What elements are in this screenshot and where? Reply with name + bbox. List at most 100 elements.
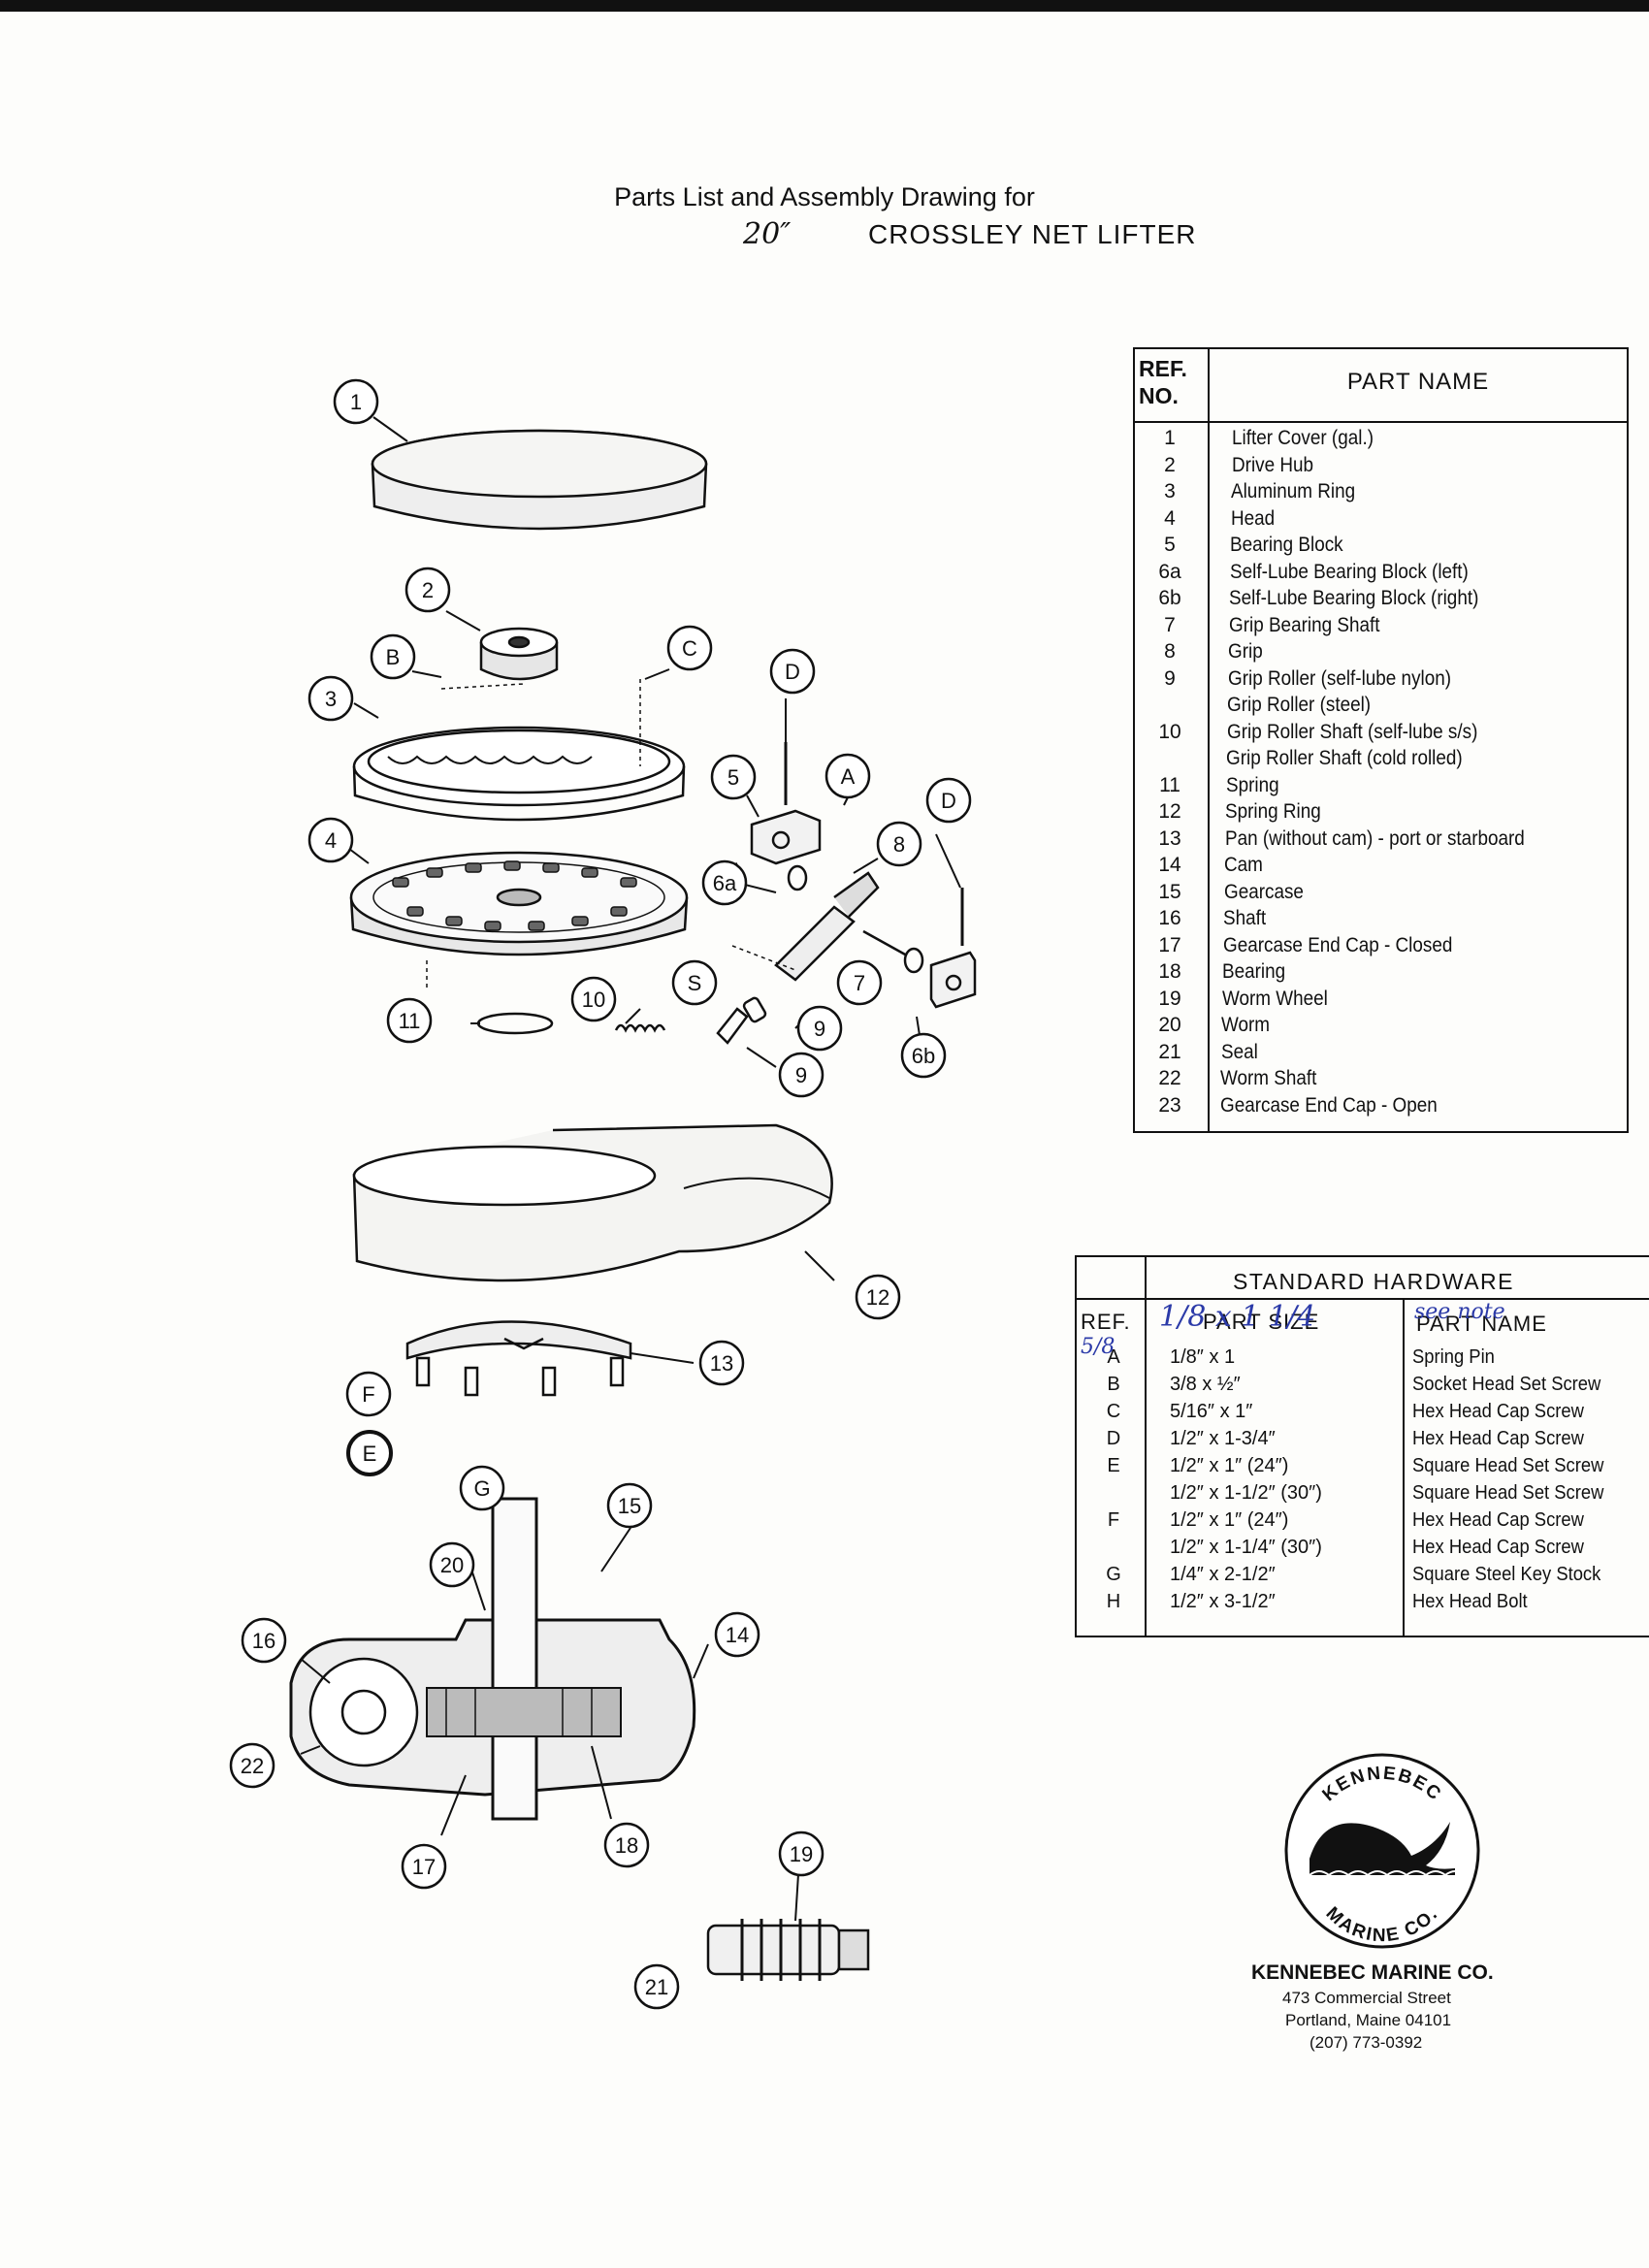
hardware-ref: D	[1106, 1428, 1121, 1449]
svg-text:13: 13	[710, 1351, 733, 1376]
bearing-block-right-part	[929, 951, 977, 1009]
hardware-col-divider-1	[1145, 1257, 1147, 1636]
hardware-row: C 5/16″ x 1″ Hex Head Cap Screw	[1077, 1401, 1649, 1428]
callout-16: 15	[606, 1482, 653, 1529]
svg-text:17: 17	[412, 1855, 436, 1879]
hardware-ref: C	[1106, 1401, 1121, 1422]
callout-18: 17	[401, 1843, 447, 1890]
worm-part	[706, 1919, 870, 1981]
part-name: Head	[1230, 506, 1275, 530]
svg-text:15: 15	[618, 1494, 641, 1518]
part-ref: 18	[1158, 960, 1181, 983]
svg-text:16: 16	[252, 1629, 275, 1653]
part-name: Grip Bearing Shaft	[1228, 613, 1379, 636]
scan-top-edge	[0, 0, 1649, 12]
hardware-name: Hex Head Cap Screw	[1412, 1537, 1584, 1558]
callout-g: G	[459, 1465, 505, 1511]
hardware-name: Hex Head Bolt	[1412, 1591, 1528, 1612]
callout-12: 11	[386, 997, 433, 1044]
svg-text:S: S	[688, 971, 702, 995]
callout-21: 20	[429, 1541, 475, 1588]
hardware-name: Square Head Set Screw	[1412, 1482, 1604, 1504]
bearing-block-part	[750, 809, 822, 865]
svg-text:9: 9	[795, 1063, 807, 1087]
svg-text:F: F	[362, 1382, 374, 1407]
part-ref: 5	[1164, 534, 1176, 556]
callout-7: 7	[836, 959, 883, 1006]
part-ref: 23	[1158, 1093, 1181, 1117]
part-name: Lifter Cover (gal.)	[1232, 427, 1374, 449]
pan-part	[352, 1123, 833, 1282]
hardware-name: Socket Head Set Screw	[1412, 1374, 1601, 1395]
hardware-name: Hex Head Cap Screw	[1412, 1401, 1584, 1422]
svg-text:12: 12	[866, 1285, 889, 1310]
svg-text:20: 20	[440, 1553, 464, 1577]
head-part	[349, 851, 689, 956]
hardware-size: 1/2″ x 1″ (24″)	[1170, 1455, 1289, 1476]
callout-14: 13	[698, 1340, 745, 1386]
part-name: Spring	[1225, 773, 1279, 796]
svg-text:D: D	[941, 789, 956, 813]
part-name: Worm Shaft	[1220, 1067, 1317, 1089]
svg-text:6a: 6a	[713, 871, 737, 895]
hardware-header-ref: REF.	[1081, 1310, 1131, 1334]
cam-part	[405, 1320, 632, 1397]
svg-text:7: 7	[854, 971, 865, 995]
svg-text:1: 1	[350, 390, 362, 414]
callout-b: B	[370, 633, 416, 680]
part-ref: 14	[1158, 854, 1181, 876]
parts-row: 17 Gearcase End Cap - Closed	[1135, 934, 1627, 960]
svg-text:C: C	[682, 636, 697, 661]
part-ref: 3	[1164, 480, 1176, 502]
hardware-name: Hex Head Cap Screw	[1412, 1509, 1584, 1531]
hardware-size: 5/16″ x 1″	[1170, 1401, 1253, 1422]
hardware-size: 1/2″ x 1″ (24″)	[1170, 1509, 1289, 1531]
part-ref: 1	[1164, 427, 1176, 449]
callout-d2: D	[925, 777, 972, 824]
parts-row: Grip Roller (steel)	[1135, 694, 1627, 720]
part-name: Self-Lube Bearing Block (left)	[1229, 560, 1469, 583]
svg-text:22: 22	[241, 1754, 264, 1778]
hardware-size: 3/8 x ½″	[1170, 1374, 1241, 1395]
hardware-ref: E	[1107, 1455, 1120, 1476]
part-ref: 21	[1158, 1040, 1181, 1063]
kennebec-logo: KENNEBEC MARINE CO.	[1284, 1753, 1480, 1949]
grip-assembly-part	[774, 864, 924, 982]
part-ref: 11	[1159, 773, 1180, 796]
callout-2: 2	[404, 567, 451, 613]
svg-text:A: A	[841, 764, 856, 789]
part-ref: 17	[1158, 933, 1181, 956]
part-name: Spring Ring	[1225, 800, 1321, 823]
hardware-size: 1/2″ x 1-1/4″ (30″)	[1170, 1537, 1322, 1558]
svg-text:10: 10	[582, 988, 605, 1012]
part-name: Grip	[1228, 640, 1263, 663]
hardware-header-size: PART SIZE	[1203, 1310, 1320, 1334]
hardware-col-divider-2	[1403, 1298, 1405, 1636]
spring-ring-part	[476, 1012, 554, 1035]
part-ref: 12	[1158, 800, 1181, 823]
svg-text:9: 9	[814, 1017, 825, 1041]
callout-23: 22	[229, 1742, 275, 1789]
part-name: Gearcase End Cap - Closed	[1222, 933, 1452, 956]
callout-13: 12	[855, 1274, 901, 1320]
svg-text:2: 2	[422, 578, 434, 602]
parts-row: 1 Lifter Cover (gal.)	[1135, 427, 1627, 453]
part-name: Worm Wheel	[1221, 987, 1328, 1010]
callout-11: 10	[570, 976, 617, 1022]
callout-8: 8	[876, 821, 922, 867]
part-ref: 6b	[1158, 587, 1181, 609]
callout-1: 1	[333, 378, 379, 425]
part-name: Bearing Block	[1230, 534, 1343, 556]
hardware-size: 1/8″ x 1	[1170, 1346, 1236, 1368]
